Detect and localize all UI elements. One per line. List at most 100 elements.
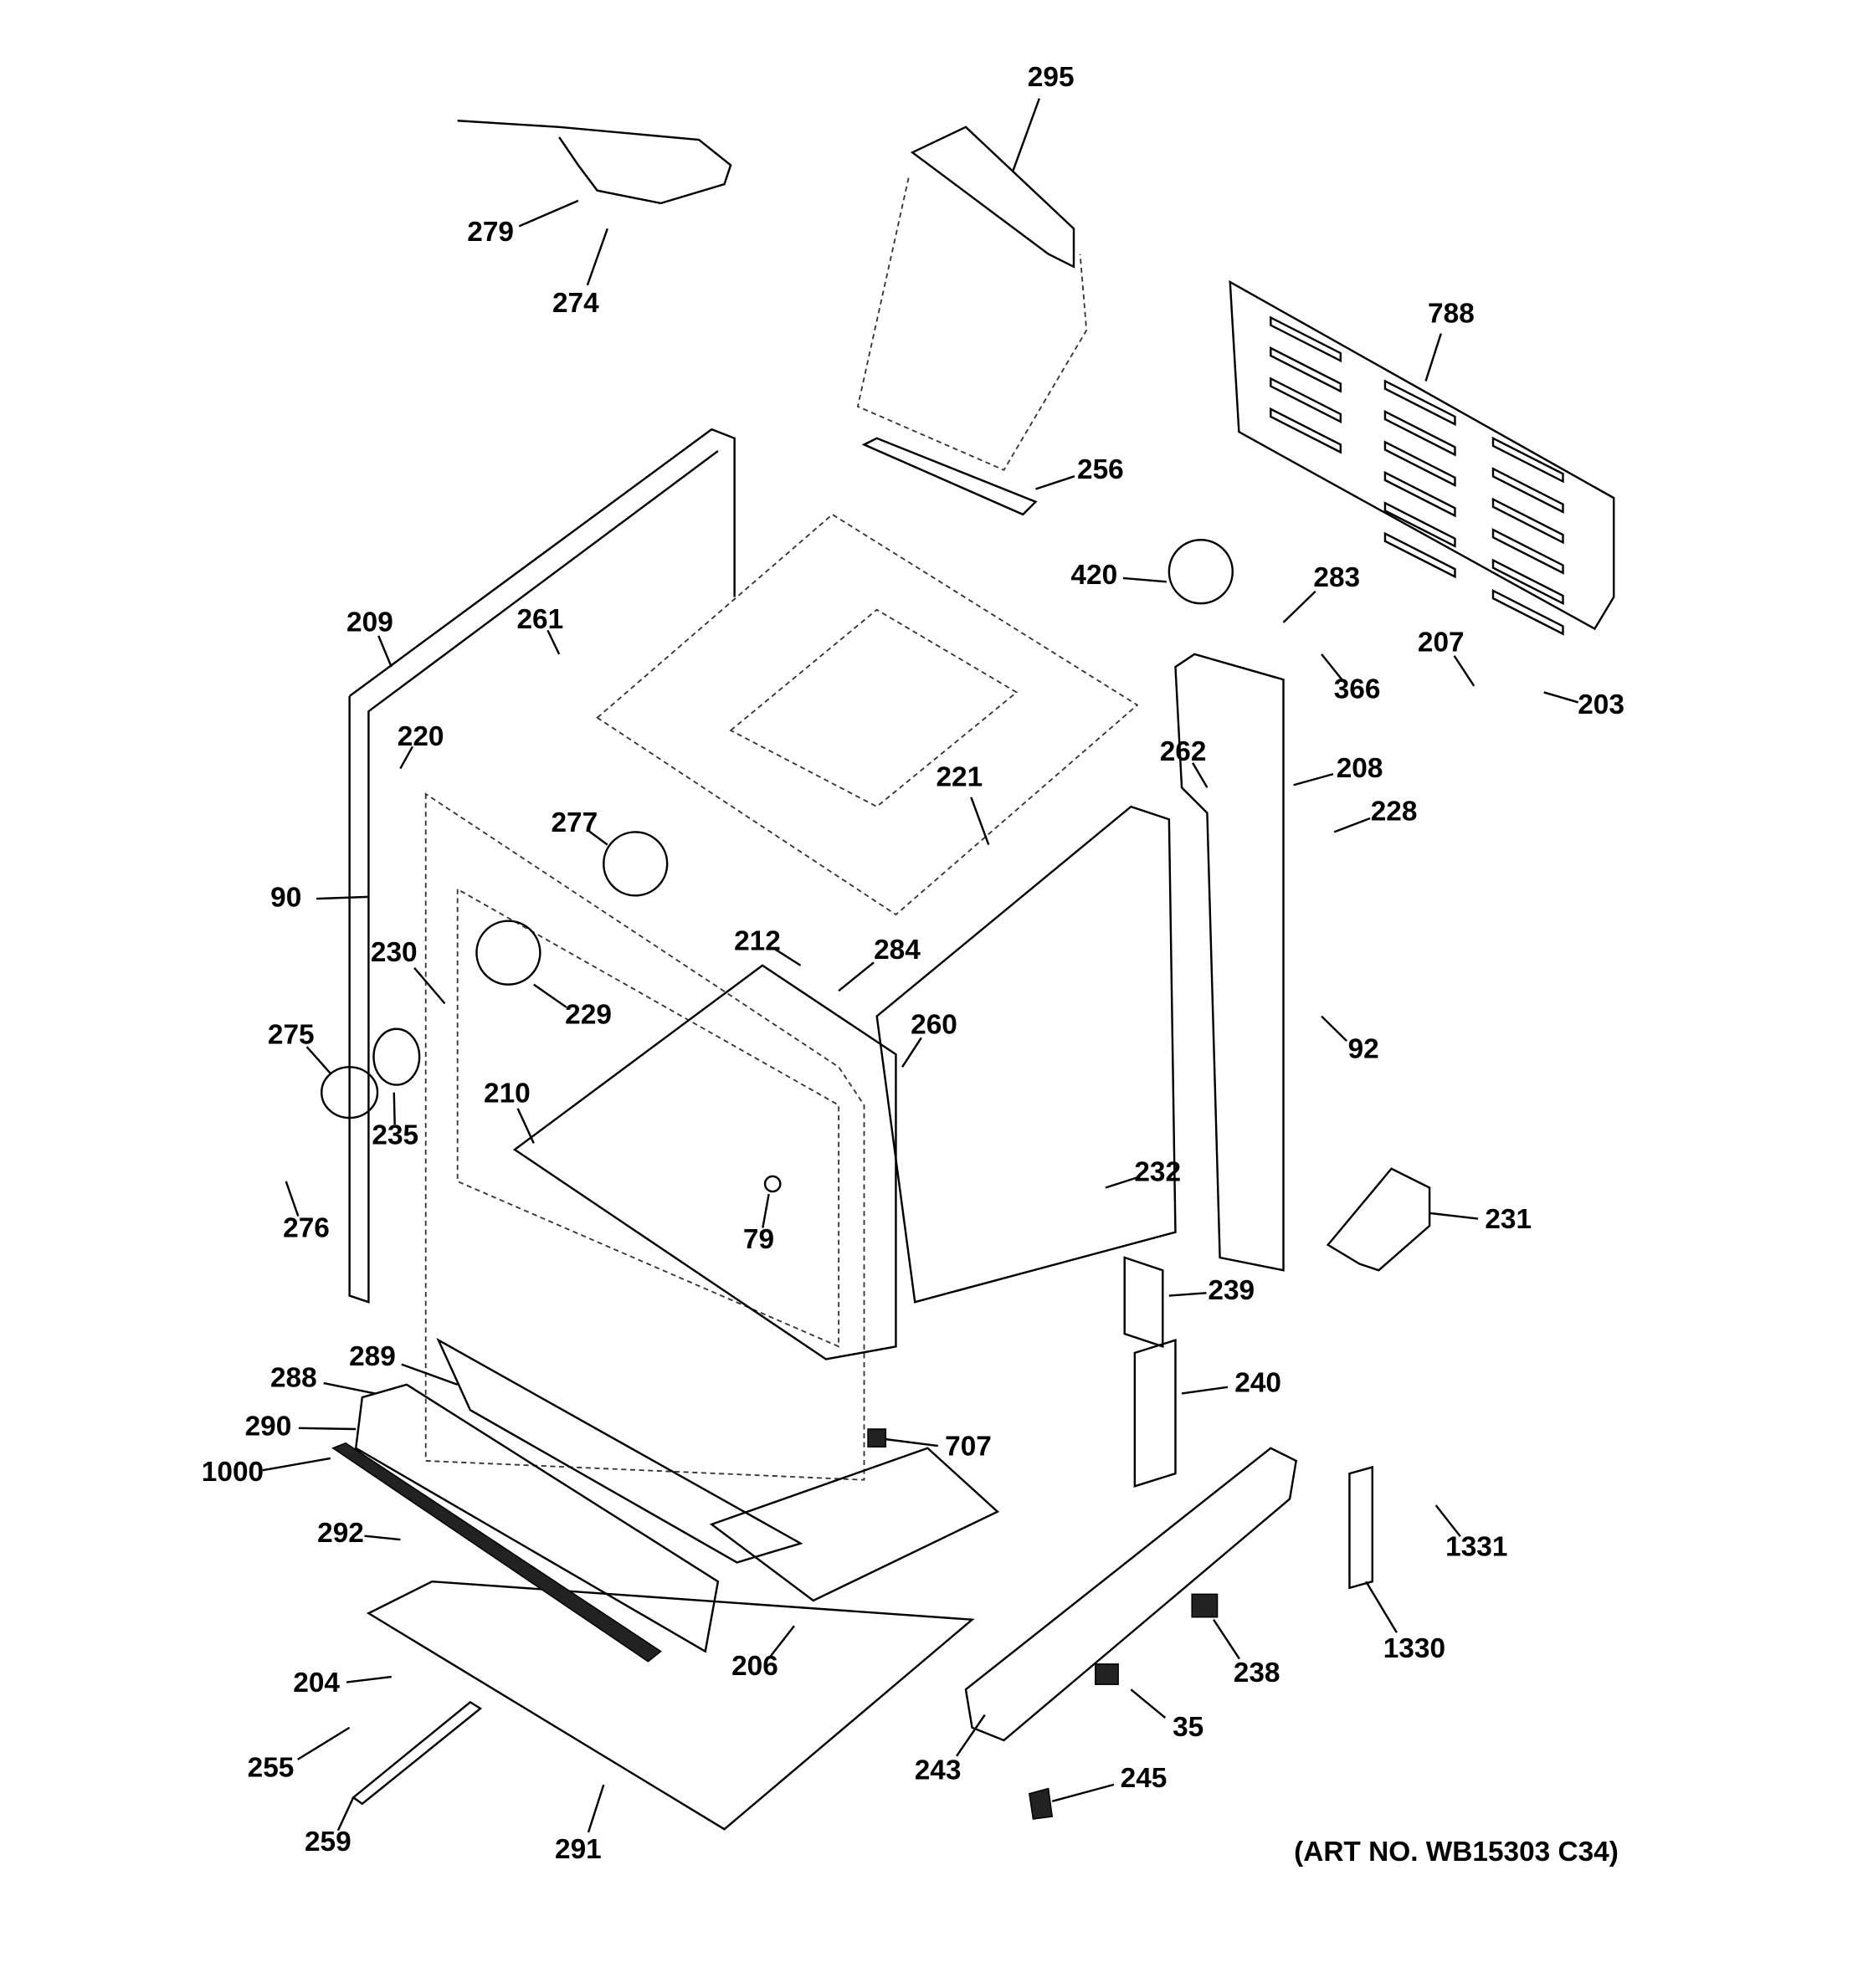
callout-290: 290 xyxy=(245,1411,292,1442)
leader-line-261 xyxy=(547,629,561,655)
callout-788: 788 xyxy=(1428,298,1475,329)
leader-line-209 xyxy=(377,635,393,668)
callout-212: 212 xyxy=(734,925,781,956)
callout-275: 275 xyxy=(268,1020,315,1051)
part-788-back-panel xyxy=(1229,279,1615,631)
louver-slot xyxy=(1270,315,1342,363)
leader-line-221 xyxy=(970,797,990,846)
callout-240: 240 xyxy=(1234,1368,1281,1399)
leader-line-231 xyxy=(1429,1212,1479,1220)
leader-line-291 xyxy=(587,1784,605,1833)
callout-262: 262 xyxy=(1160,736,1207,767)
leader-line-292 xyxy=(364,1535,401,1541)
part-275-lens xyxy=(321,1066,379,1120)
leader-line-420 xyxy=(1122,576,1167,583)
part-231-bracket xyxy=(1326,1167,1431,1272)
leader-line-366 xyxy=(1321,653,1344,682)
callout-232: 232 xyxy=(1134,1157,1181,1188)
leader-line-289 xyxy=(401,1363,459,1386)
callout-1000: 1000 xyxy=(202,1457,264,1488)
louver-slot xyxy=(1383,409,1456,457)
oven-top xyxy=(596,513,1139,916)
oven-front-frame xyxy=(424,792,865,1481)
louver-slot xyxy=(1383,440,1456,487)
callout-256: 256 xyxy=(1077,454,1124,485)
callout-238: 238 xyxy=(1234,1658,1280,1688)
leader-line-288 xyxy=(323,1381,376,1395)
part-243-rail xyxy=(964,1447,1298,1742)
louver-slot xyxy=(1491,528,1564,575)
callout-289: 289 xyxy=(349,1341,396,1372)
part-245-leveler xyxy=(1029,1787,1054,1820)
louver-slot xyxy=(1270,407,1342,454)
callout-283: 283 xyxy=(1313,562,1360,593)
louver-slot xyxy=(1383,379,1456,427)
callout-203: 203 xyxy=(1578,689,1624,720)
louver-slot xyxy=(1383,501,1456,548)
part-drawings xyxy=(321,120,1615,1831)
leader-line-243 xyxy=(956,1714,986,1757)
callout-231: 231 xyxy=(1485,1204,1532,1235)
leader-line-274 xyxy=(586,228,608,286)
leader-line-283 xyxy=(1282,590,1316,623)
callout-90: 90 xyxy=(270,883,301,914)
leader-line-235 xyxy=(393,1092,396,1125)
part-420-cover xyxy=(1168,539,1234,605)
leader-line-204 xyxy=(346,1675,392,1683)
leader-line-284 xyxy=(838,961,875,992)
callout-1331: 1331 xyxy=(1445,1532,1507,1563)
callout-221: 221 xyxy=(937,761,983,792)
leader-line-277 xyxy=(587,829,608,846)
leader-line-230 xyxy=(413,966,446,1005)
louver-slot xyxy=(1270,377,1342,424)
leader-line-203 xyxy=(1543,691,1579,704)
part-35-foot xyxy=(1095,1663,1119,1685)
callout-208: 208 xyxy=(1337,753,1383,784)
part-707-grommet xyxy=(867,1428,887,1448)
leader-line-295 xyxy=(1011,98,1040,172)
callout-292: 292 xyxy=(317,1518,364,1549)
leader-line-232 xyxy=(1105,1176,1137,1189)
part-1330-bracket xyxy=(1348,1465,1373,1590)
callout-230: 230 xyxy=(371,937,418,968)
part-229-socket xyxy=(475,920,541,986)
oven-rack xyxy=(512,964,897,1360)
callout-243: 243 xyxy=(915,1755,962,1786)
leader-line-256 xyxy=(1035,475,1075,490)
leader-line-290 xyxy=(298,1427,357,1431)
oven-top-inner xyxy=(729,608,1019,808)
part-1000-filter xyxy=(331,1442,662,1663)
leader-line-707 xyxy=(885,1437,938,1447)
callout-255: 255 xyxy=(248,1753,295,1784)
leader-line-279 xyxy=(518,199,579,228)
part-235-bulb xyxy=(372,1027,421,1086)
callout-366: 366 xyxy=(1334,674,1381,705)
leader-line-228 xyxy=(1333,817,1371,833)
callout-206: 206 xyxy=(731,1651,778,1682)
leader-line-208 xyxy=(1293,772,1334,786)
leader-lines xyxy=(262,98,1579,1833)
leader-line-35 xyxy=(1130,1688,1167,1719)
leader-line-275 xyxy=(305,1046,331,1074)
louver-slot xyxy=(1491,467,1564,514)
callout-420: 420 xyxy=(1070,560,1117,591)
callout-261: 261 xyxy=(516,604,563,635)
callout-276: 276 xyxy=(283,1212,330,1243)
part-259-rail xyxy=(352,1700,483,1806)
callout-277: 277 xyxy=(551,807,598,838)
leader-line-262 xyxy=(1192,762,1209,788)
leader-line-259 xyxy=(336,1796,355,1832)
callout-279: 279 xyxy=(467,217,514,248)
part-79-plug xyxy=(763,1175,782,1193)
callout-235: 235 xyxy=(372,1120,418,1151)
callout-229: 229 xyxy=(565,999,612,1030)
leader-line-210 xyxy=(516,1108,535,1144)
leader-line-90 xyxy=(316,895,369,900)
callout-295: 295 xyxy=(1028,62,1075,93)
part-295-duct-body xyxy=(856,177,1088,471)
part-291-bottom-panel xyxy=(366,1580,975,1831)
part-256-plate xyxy=(861,437,1038,516)
callout-92: 92 xyxy=(1348,1033,1379,1064)
leader-line-79 xyxy=(762,1193,770,1228)
